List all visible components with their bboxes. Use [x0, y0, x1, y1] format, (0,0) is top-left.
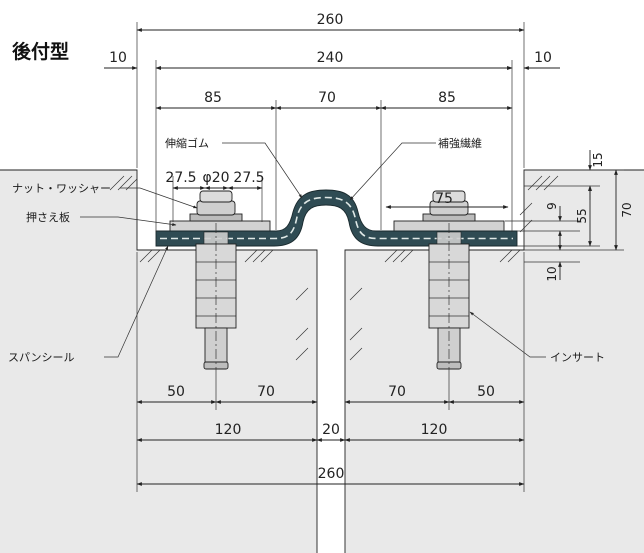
concrete-outline-left [0, 169, 318, 553]
reinforcing-fiber-line [160, 196, 513, 240]
press-plate-left [169, 220, 271, 232]
dim-plate-width: 75 [435, 191, 453, 207]
dim-seg-center: 70 [318, 90, 336, 106]
dim-bolt-diameter: φ20 [202, 170, 229, 186]
concrete-slab-right [524, 170, 644, 553]
leader-reinforcing-fiber [349, 142, 436, 201]
label-expansion-rubber: 伸縮ゴム [165, 136, 209, 150]
label-press-plate: 押さえ板 [26, 210, 70, 224]
dim-bottom-120-right: 120 [421, 422, 448, 438]
extension-lines-right [505, 169, 624, 263]
label-nut-washer: ナット・ワッシャー [12, 182, 111, 195]
dim-overall-top: 260 [317, 12, 344, 28]
dim-depth-70: 70 [620, 202, 634, 217]
dim-depth-55: 55 [575, 208, 589, 223]
dim-overall-bottom: 260 [318, 466, 345, 482]
dim-depth-9: 9 [545, 202, 559, 210]
leader-span-seal [104, 245, 169, 358]
dim-bolt-left: 27.5 [165, 170, 196, 186]
dim-seg-right: 85 [438, 90, 456, 106]
dim-gap-left: 10 [109, 50, 127, 66]
label-span-seal: スパンシール [8, 351, 75, 364]
joint-gap [317, 250, 345, 553]
dim-seg-left: 85 [204, 90, 222, 106]
dim-depth-10: 10 [545, 266, 559, 281]
dim-bottom-50-right: 50 [477, 384, 495, 400]
label-reinforcing-fiber: 補強繊維 [438, 137, 482, 150]
dim-bottom-gap: 20 [322, 422, 340, 438]
extension-lines-top [136, 22, 525, 232]
drawing-title: 後付型 [12, 40, 69, 63]
dim-depth-15: 15 [591, 152, 605, 167]
dim-gap-right: 10 [534, 50, 552, 66]
dim-bottom-120-left: 120 [215, 422, 242, 438]
anchor-bolt-right [428, 205, 470, 372]
leader-press-plate [80, 216, 177, 226]
hatch-marks [109, 175, 559, 361]
dim-bottom-70-right: 70 [388, 384, 406, 400]
leader-nut-washer [120, 187, 198, 209]
leader-expansion-rubber [222, 142, 303, 199]
leader-insert [469, 311, 546, 358]
dim-bottom-50-left: 50 [167, 384, 185, 400]
dim-inner-width: 240 [317, 50, 344, 66]
anchor-bolt-left [195, 205, 237, 372]
nut-washer-left [189, 190, 243, 222]
dim-bottom-70-left: 70 [257, 384, 275, 400]
concrete-slab-left [0, 170, 137, 553]
label-insert: インサート [550, 351, 605, 364]
dim-bolt-right: 27.5 [233, 170, 264, 186]
extension-lines-bottom [136, 252, 525, 492]
